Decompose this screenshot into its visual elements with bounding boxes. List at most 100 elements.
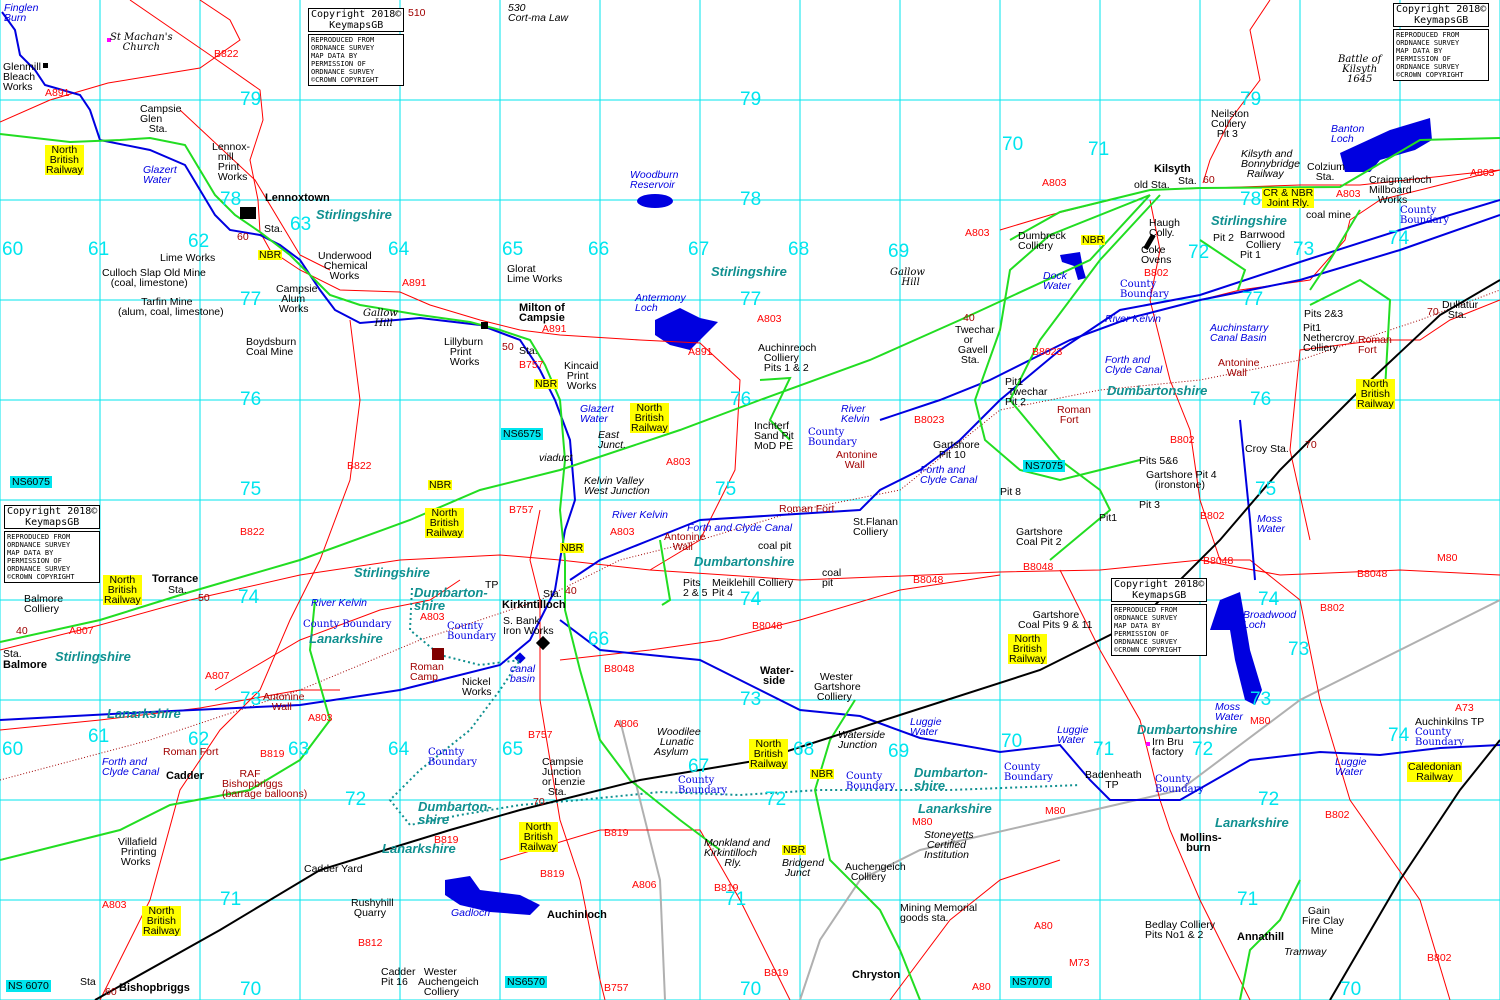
grid-number-label: 71 bbox=[1088, 139, 1110, 160]
place-label: Villafield Printing Works bbox=[118, 836, 157, 868]
county-boundary-label: County Boundary bbox=[447, 621, 497, 642]
grid-number-label: 70 bbox=[240, 979, 262, 1000]
road-number-label: B757 bbox=[604, 982, 629, 994]
roman-site-label: Roman Fort bbox=[779, 503, 835, 515]
rivers bbox=[0, 11, 1500, 801]
historic-site-label: St Machan's Church bbox=[110, 32, 173, 53]
place-label: Wester Gartshore Colliery bbox=[814, 671, 861, 703]
road-number-label: A803 bbox=[308, 712, 333, 724]
place-label: Gartshore Pit 4 (ironstone) bbox=[1146, 469, 1217, 491]
grid-number-label: 65 bbox=[502, 239, 524, 260]
railway-label: North British Railway bbox=[103, 574, 142, 606]
place-label: Barrwood Colliery Pit 1 bbox=[1240, 229, 1285, 261]
feature-label: Kelvin Valley West Junction bbox=[584, 475, 650, 497]
town-label: Annathill bbox=[1237, 931, 1285, 943]
place-label: Sta. bbox=[519, 345, 538, 357]
grid-number-label: 69 bbox=[888, 241, 910, 262]
water-label: Forth and Clyde Canal bbox=[1105, 354, 1163, 376]
spot-height-label: 60 bbox=[1203, 174, 1215, 186]
place-label: Rushyhill Quarry bbox=[351, 897, 394, 919]
place-label: Colzium Sta. bbox=[1307, 161, 1345, 183]
grid-number-label: 67 bbox=[688, 239, 710, 260]
road-number-label: A803 bbox=[965, 227, 990, 239]
grid-number-label: 77 bbox=[240, 289, 262, 310]
road-number-label: B822 bbox=[214, 48, 239, 60]
road-number-label: A73 bbox=[1455, 702, 1474, 714]
road-number-label: B802 bbox=[1200, 510, 1225, 522]
county-boundary-label: County Boundary bbox=[1004, 762, 1054, 783]
place-label: Croy Sta. bbox=[1245, 443, 1289, 455]
road-number-label: A891 bbox=[688, 346, 713, 358]
water-label: Antermony Loch bbox=[635, 292, 686, 314]
place-label: Badenheath TP bbox=[1085, 769, 1142, 791]
town-label: Chryston bbox=[852, 969, 901, 981]
grid-number-label: 60 bbox=[2, 239, 24, 260]
road-number-label: B8048 bbox=[752, 620, 783, 632]
water-label: Luggie Water bbox=[1057, 724, 1089, 746]
county-name-label: Lanarkshire bbox=[918, 801, 992, 816]
water-label: Moss Water bbox=[1215, 701, 1243, 723]
road-number-label: A891 bbox=[542, 323, 567, 335]
grid-number-label: 76 bbox=[240, 389, 262, 410]
spot-height-label: 60 bbox=[237, 231, 249, 243]
place-label: TP bbox=[485, 579, 499, 591]
road-number-label: A803 bbox=[1042, 177, 1067, 189]
road-number-label: B802 bbox=[1170, 434, 1195, 446]
spot-height-label: 40 bbox=[16, 625, 28, 637]
road-number-label: M80 bbox=[1045, 805, 1066, 817]
grid-number-label: 72 bbox=[765, 789, 787, 810]
grid-number-label: 79 bbox=[1240, 89, 1262, 110]
grid-square-ref-label: NS6075 bbox=[10, 476, 52, 488]
place-label: Pit1 bbox=[1099, 512, 1118, 524]
water-label: Auchinstarry Canal Basin bbox=[1210, 322, 1269, 344]
antonine-wall bbox=[0, 289, 1500, 781]
place-label: Gartshore Coal Pit 2 bbox=[1016, 526, 1063, 548]
water-label: canal basin bbox=[510, 663, 536, 685]
historic-site-label: Battle of Kilsyth 1645 bbox=[1338, 54, 1382, 85]
county-boundary-label: County Boundary bbox=[1120, 279, 1170, 300]
place-label: S. Bank Iron Works bbox=[503, 615, 554, 637]
grid-number-label: 70 bbox=[1340, 979, 1362, 1000]
place-label: Gartshore Pit 10 bbox=[933, 439, 980, 461]
copyright-notice: REPRODUCED FROM ORDNANCE SURVEY MAP DATA… bbox=[308, 34, 405, 86]
railway-label: North British Railway bbox=[519, 821, 558, 853]
town-label: Kilsyth bbox=[1154, 163, 1191, 175]
feature-label: Woodilee Lunatic Asylum bbox=[654, 726, 701, 758]
antermony-loch bbox=[655, 308, 718, 350]
grid-number-label: 70 bbox=[1002, 134, 1024, 155]
grid-number-label: 61 bbox=[88, 239, 110, 260]
water-label: Broadwood Loch bbox=[1243, 609, 1297, 631]
road-number-label: B812 bbox=[358, 937, 383, 949]
place-label: Sta. bbox=[543, 588, 562, 600]
place-label: Bedlay Colliery Pits No1 & 2 bbox=[1145, 919, 1216, 941]
road-number-label: B8048 bbox=[604, 663, 635, 675]
county-boundary-label: County Boundary bbox=[303, 619, 392, 630]
site-markers bbox=[43, 38, 1156, 746]
water-label: Finglen Burn bbox=[4, 2, 39, 24]
place-label: Kincaid Print Works bbox=[564, 360, 599, 392]
grid-number-label: 72 bbox=[1258, 789, 1280, 810]
place-label: Haugh Colly. bbox=[1149, 217, 1180, 239]
place-label: Pit 3 bbox=[1139, 499, 1161, 511]
place-label: Lime Works bbox=[160, 252, 216, 264]
copyright-title: Copyright 2018© KeymapsGB bbox=[1111, 578, 1208, 602]
roman-site-label: Antonine Wall bbox=[664, 531, 706, 553]
grid-number-label: 75 bbox=[1255, 479, 1277, 500]
dock-water bbox=[1060, 252, 1086, 280]
grid-number-label: 73 bbox=[1293, 239, 1315, 260]
spot-height-label: 40 bbox=[963, 312, 975, 324]
banton-loch bbox=[1340, 118, 1432, 172]
road-number-label: B8048 bbox=[913, 574, 944, 586]
railway-label: North British Railway bbox=[45, 144, 84, 176]
road-number-label: A803 bbox=[757, 313, 782, 325]
historic-site-label: Gallow Hill bbox=[363, 308, 398, 329]
place-label: Irn Bru factory bbox=[1152, 736, 1184, 758]
place-label: Gartshore Coal Pits 9 & 11 bbox=[1018, 609, 1093, 631]
grid-number-label: 61 bbox=[88, 726, 110, 747]
grid-number-label: 77 bbox=[740, 289, 762, 310]
main-railway bbox=[94, 279, 1500, 1000]
railway-label: Caledonian Railway bbox=[1407, 761, 1463, 783]
water-label: Glazert Water bbox=[143, 164, 177, 186]
copyright-notice: REPRODUCED FROM ORDNANCE SURVEY MAP DATA… bbox=[1393, 29, 1490, 81]
